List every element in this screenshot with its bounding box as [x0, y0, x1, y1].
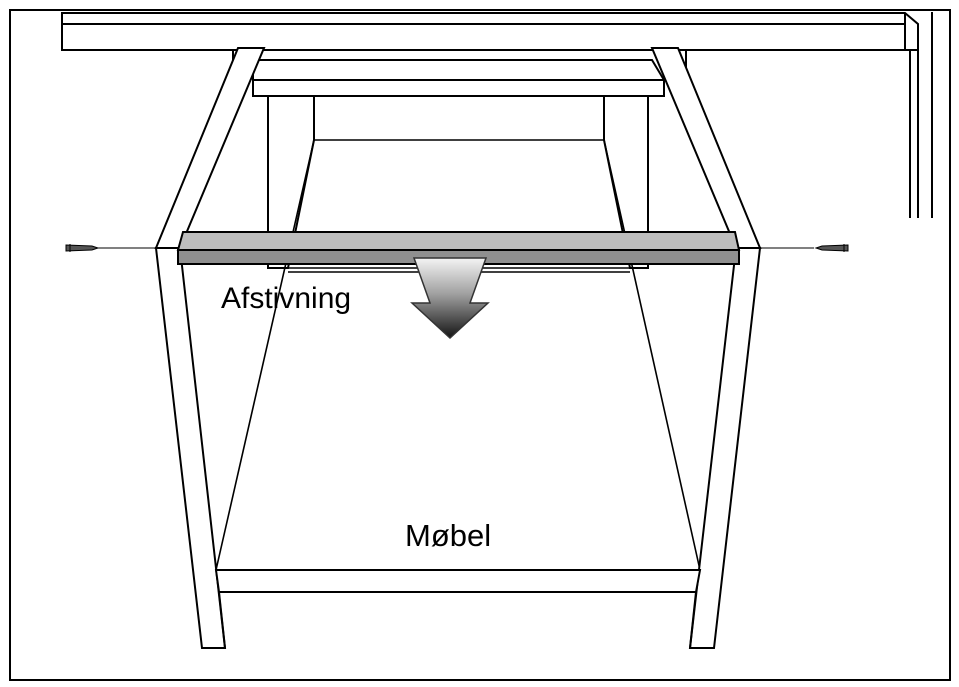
worktop: [61, 12, 919, 51]
cabinet-base: [214, 569, 702, 649]
right-post: [650, 47, 762, 649]
brace-label: Afstivning: [221, 282, 352, 315]
arrow-down-icon: [410, 257, 490, 340]
wall-edge: [909, 12, 933, 218]
screw-icon: [814, 244, 849, 252]
brace-bar: [176, 231, 741, 265]
back-rails: [252, 59, 666, 97]
inner-posts: [267, 95, 649, 269]
screw-icon: [65, 244, 100, 252]
furniture-label: Møbel: [405, 518, 492, 553]
